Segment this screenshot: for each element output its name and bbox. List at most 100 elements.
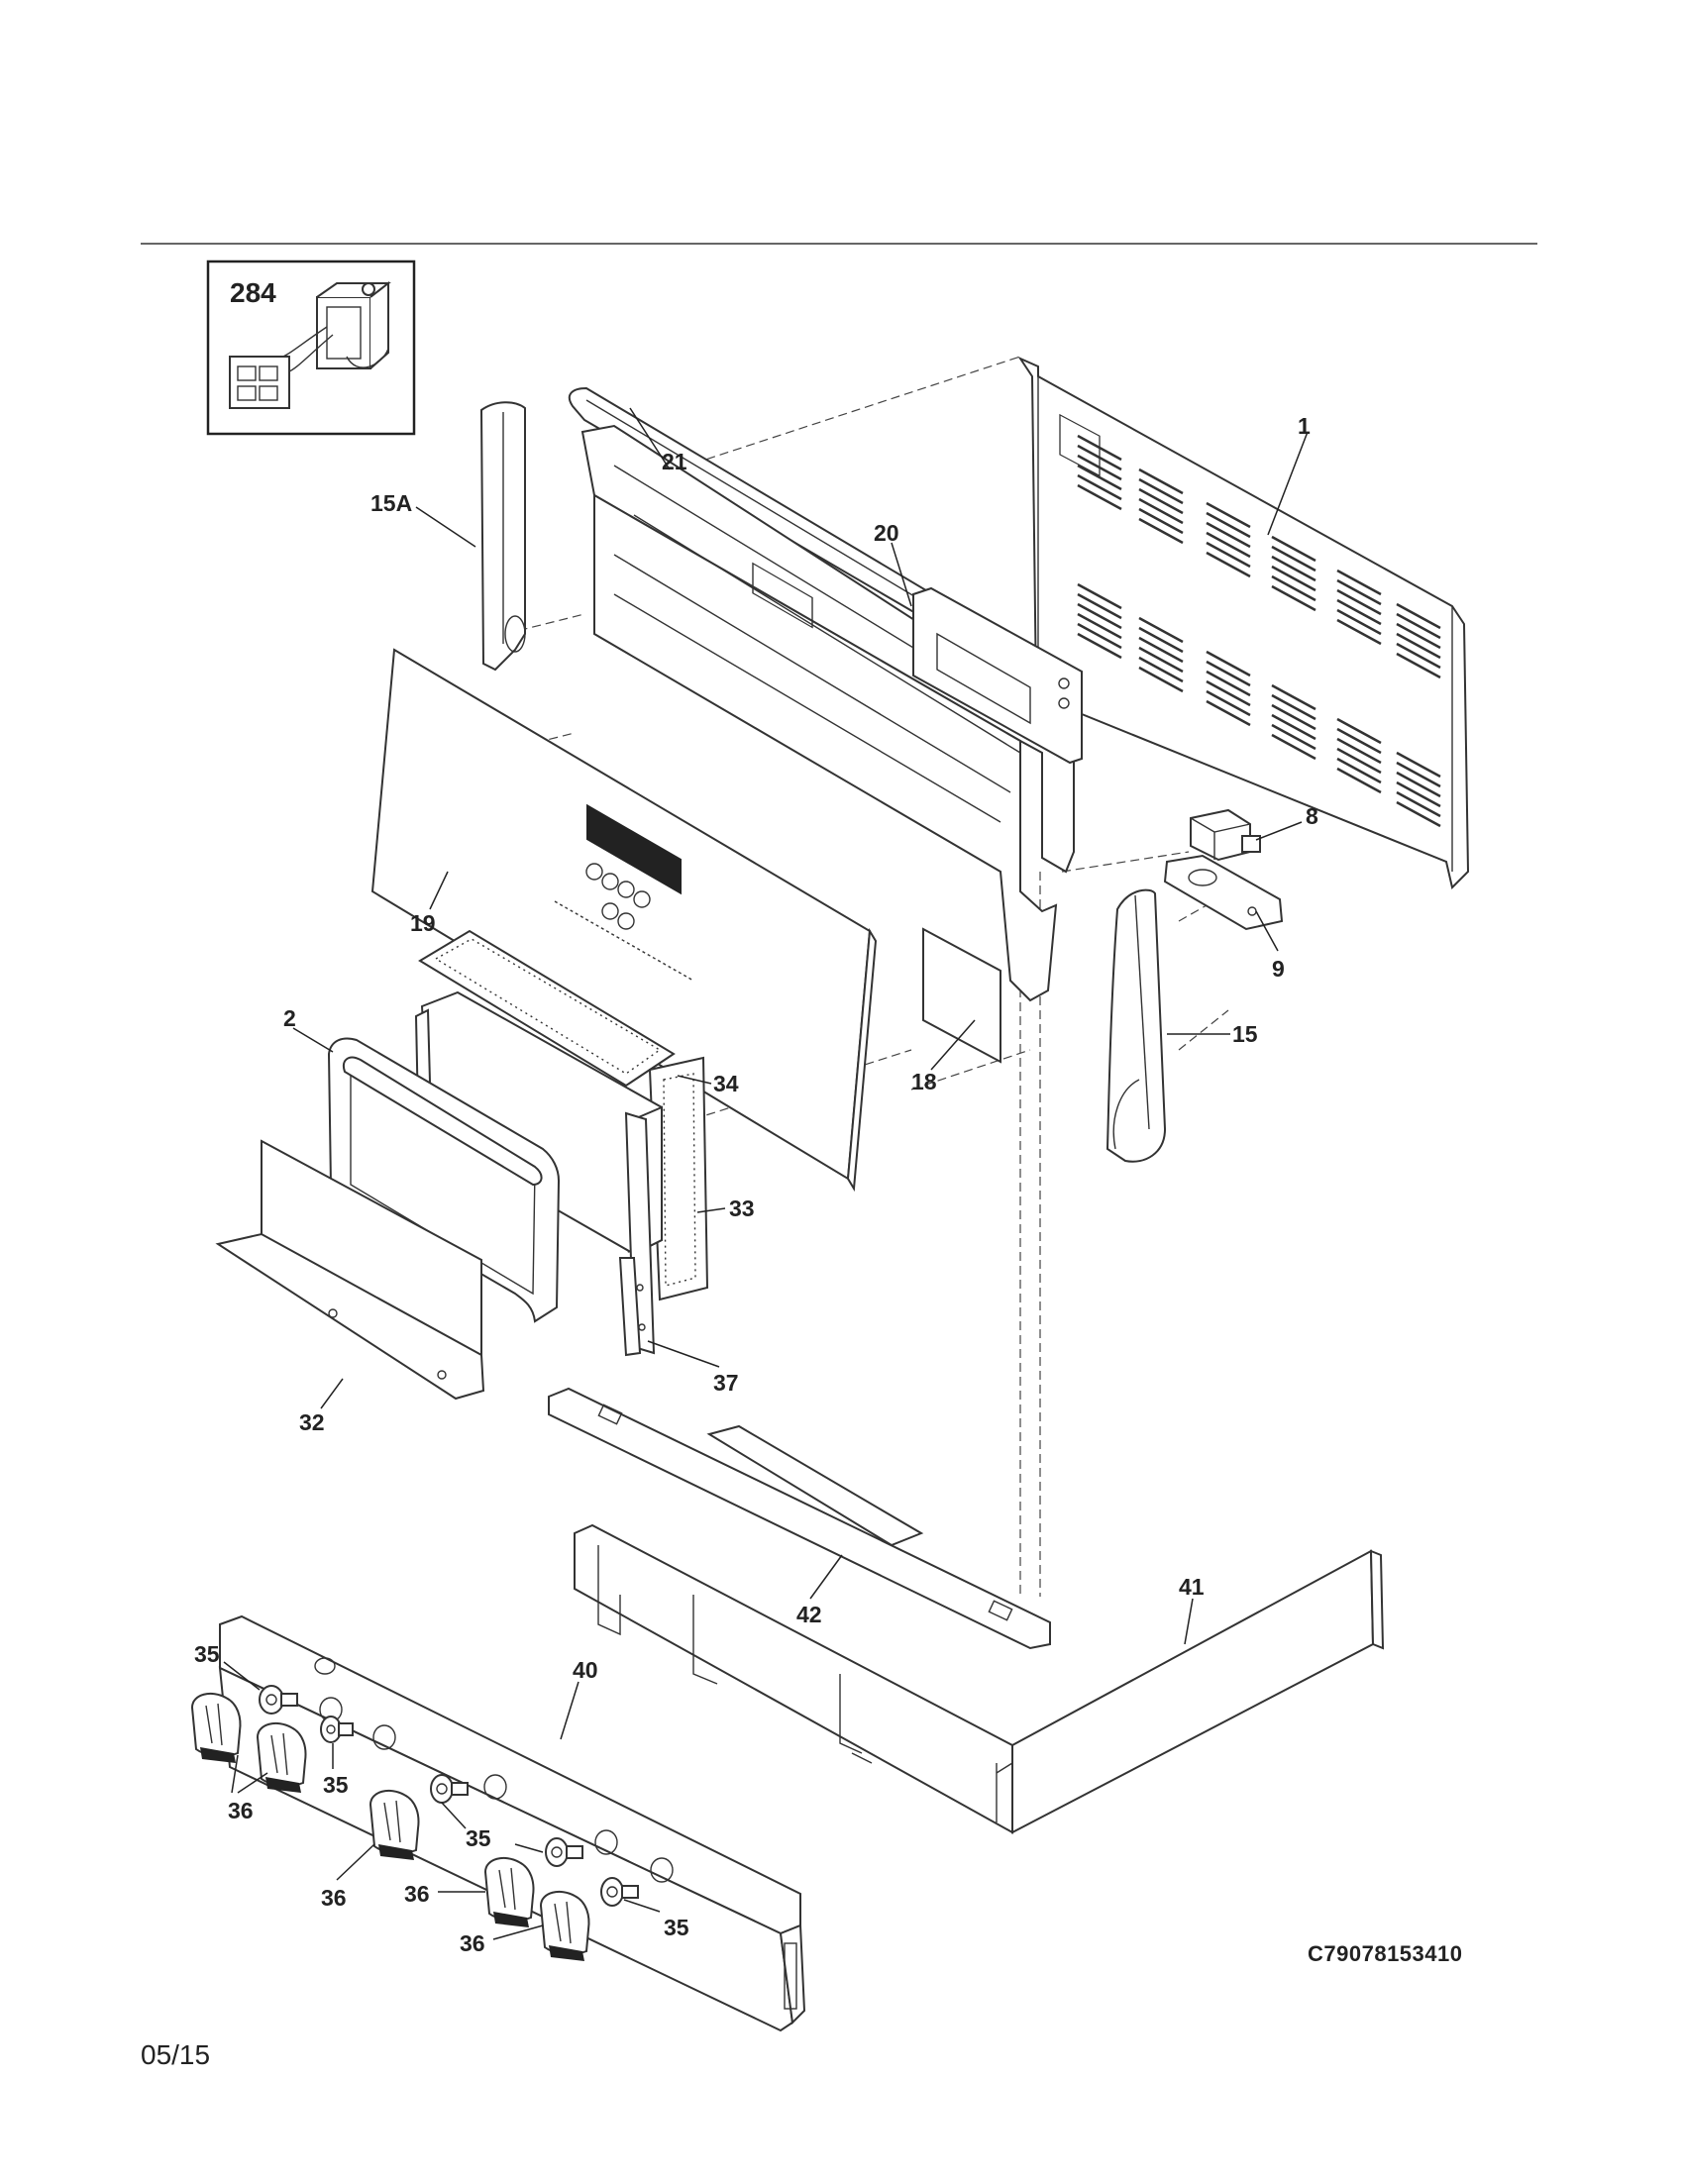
- vent-slot: [1206, 541, 1251, 569]
- back-panel-vent-slots: [1059, 413, 1101, 477]
- page-date: 05/15: [141, 2039, 210, 2070]
- label-36: 36: [228, 1798, 254, 1823]
- lower-trim-part-42: [548, 1387, 1051, 1650]
- vent-slot: [1396, 602, 1441, 630]
- vent-slot: [1336, 588, 1382, 616]
- vent-slot: [1336, 618, 1382, 646]
- vent-slot: [1206, 679, 1251, 707]
- bracket-part-9: [1163, 854, 1284, 931]
- label-35: 35: [664, 1915, 689, 1940]
- vent-slot: [1271, 713, 1316, 741]
- vent-slot: [1077, 444, 1122, 471]
- label-42: 42: [796, 1602, 822, 1627]
- inset-part-number: 284: [230, 277, 276, 308]
- vent-slot: [1206, 650, 1251, 677]
- vent-slot: [1077, 434, 1122, 462]
- vent-slot: [1336, 737, 1382, 765]
- label-35: 35: [466, 1825, 491, 1851]
- vent-slot: [1396, 751, 1441, 779]
- vent-slot: [1396, 790, 1441, 818]
- vent-slot: [1396, 780, 1441, 808]
- label-35: 35: [323, 1772, 349, 1798]
- vent-slot: [1206, 521, 1251, 549]
- control-panel-part-19: [370, 648, 878, 1193]
- control-frame: [580, 424, 1075, 1002]
- diagram-code: C79078153410: [1308, 1941, 1462, 1966]
- vent-slot: [1271, 574, 1316, 602]
- label-18: 18: [911, 1069, 937, 1094]
- vent-slot: [1336, 578, 1382, 606]
- vent-slot: [1271, 703, 1316, 731]
- label-37: 37: [713, 1370, 739, 1396]
- knob-icon: [256, 1721, 307, 1793]
- vent-slot: [1138, 626, 1184, 654]
- vent-slot: [1336, 747, 1382, 775]
- end-cap-part-15a: [479, 401, 526, 672]
- valve-stem: [545, 1837, 583, 1867]
- gasket-part-34: [418, 929, 676, 1088]
- vent-slot: [1271, 545, 1316, 572]
- label-15a: 15A: [370, 490, 412, 516]
- vent-slot: [1336, 717, 1382, 745]
- label-34: 34: [713, 1071, 739, 1096]
- label-36: 36: [404, 1881, 430, 1907]
- vent-slot: [1396, 622, 1441, 650]
- label-36: 36: [460, 1930, 485, 1956]
- vent-slot: [1396, 761, 1441, 788]
- vent-slot: [1077, 582, 1122, 610]
- label-32: 32: [299, 1409, 325, 1435]
- vent-slot: [1396, 652, 1441, 679]
- vent-slot: [1206, 511, 1251, 539]
- knob-icon: [368, 1789, 420, 1860]
- valve-stem: [259, 1685, 298, 1715]
- vent-slot: [1336, 598, 1382, 626]
- vent-slot: [1138, 666, 1184, 693]
- label-20: 20: [874, 520, 899, 546]
- vent-slot: [1138, 468, 1184, 495]
- vent-slot: [1396, 632, 1441, 660]
- bottom-frame-part-41: [574, 1523, 1385, 1834]
- vent-slot: [1396, 642, 1441, 670]
- label-8: 8: [1306, 803, 1318, 829]
- valve-stem: [600, 1877, 639, 1907]
- vent-slot: [1206, 531, 1251, 559]
- label-40: 40: [573, 1657, 598, 1683]
- vent-slot: [1138, 616, 1184, 644]
- valve-stem: [320, 1716, 354, 1743]
- label-41: 41: [1179, 1574, 1205, 1600]
- vent-slot: [1271, 555, 1316, 582]
- side-bracket-part-37: [618, 1111, 656, 1357]
- knob-icon: [483, 1856, 535, 1927]
- vent-slot: [1077, 473, 1122, 501]
- knob-icon: [539, 1890, 590, 1961]
- vent-slot: [1271, 733, 1316, 761]
- label-21: 21: [662, 449, 687, 474]
- vent-slot: [1271, 723, 1316, 751]
- label-33: 33: [729, 1196, 755, 1221]
- vent-slot: [1336, 727, 1382, 755]
- vent-slot: [1077, 602, 1122, 630]
- label-9: 9: [1272, 956, 1285, 982]
- inset-box-284: 284: [206, 260, 416, 436]
- vent-slot: [1336, 757, 1382, 784]
- vent-slot: [1396, 612, 1441, 640]
- vent-slot: [1077, 622, 1122, 650]
- vent-slot: [1138, 507, 1184, 535]
- back-panel-part-1: [1017, 356, 1470, 889]
- end-cap-part-15: [1105, 888, 1167, 1163]
- label-36: 36: [321, 1885, 347, 1911]
- vent-slot: [1271, 535, 1316, 563]
- vent-slot: [1336, 608, 1382, 636]
- vent-slot: [1077, 592, 1122, 620]
- bezel-part-2: [327, 1037, 561, 1323]
- vent-slot: [1206, 670, 1251, 697]
- knobs-part-36: [190, 1692, 590, 1961]
- vent-slot: [1077, 612, 1122, 640]
- vent-slot: [1206, 689, 1251, 717]
- label-2: 2: [283, 1005, 296, 1031]
- transformer-icon: [229, 280, 391, 409]
- vent-slot: [1138, 517, 1184, 545]
- vent-slot: [1077, 483, 1122, 511]
- vent-slot: [1138, 477, 1184, 505]
